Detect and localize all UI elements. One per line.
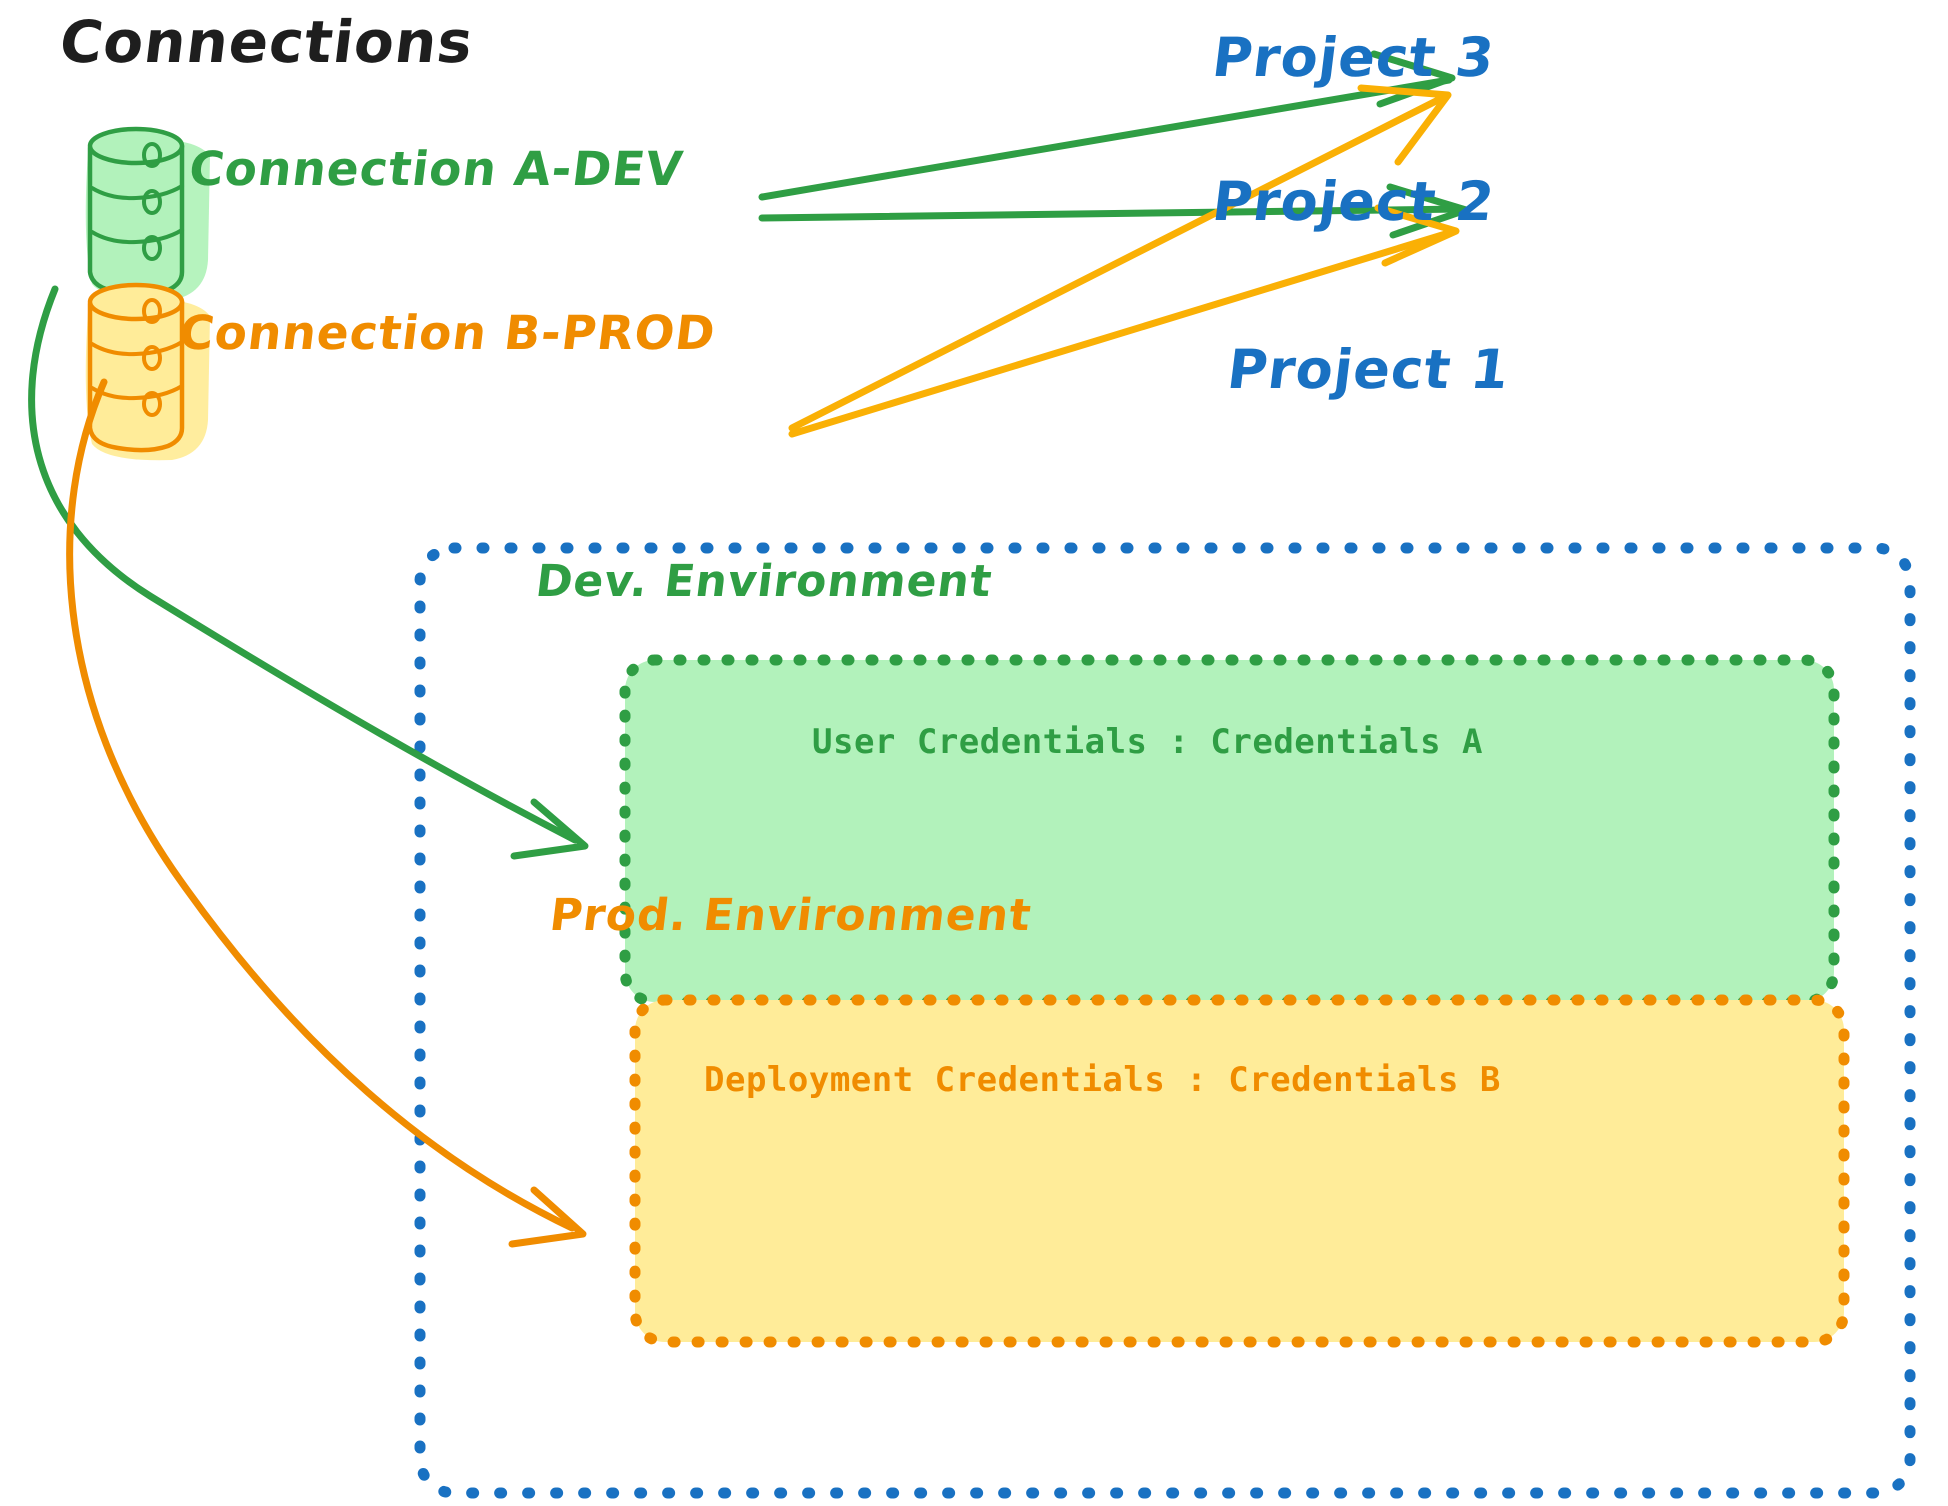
connection-b-prod-label[interactable]: Connection B-PROD	[176, 306, 719, 361]
database-cylinder-icon-b-prod	[85, 282, 210, 461]
prod-environment-box	[629, 994, 1850, 1348]
project-2-label[interactable]: Project 2	[1209, 170, 1499, 233]
dev-environment-credentials: User Credentials : Credentials A	[812, 722, 1484, 762]
dev-environment-title: Dev. Environment	[533, 556, 996, 607]
project-1-container-border	[414, 542, 1916, 1499]
prod-environment-credentials: Deployment Credentials : Credentials B	[704, 1060, 1501, 1100]
project-1-label[interactable]: Project 1	[1224, 338, 1514, 401]
edge-b-prod-to-project-3	[788, 84, 1452, 432]
project-3-label[interactable]: Project 3	[1209, 26, 1499, 89]
database-cylinder-icon-a-dev	[85, 126, 210, 301]
edge-b-prod-to-prod-environment	[66, 378, 587, 1248]
edge-b-prod-to-project-2	[788, 204, 1460, 438]
dev-environment-box	[619, 654, 1840, 1008]
edge-a-dev-to-dev-environment	[28, 285, 589, 860]
edge-a-dev-to-project-2	[758, 183, 1470, 239]
prod-environment-title: Prod. Environment	[547, 890, 1035, 941]
connection-a-dev-label[interactable]: Connection A-DEV	[186, 142, 687, 197]
page-title: Connections	[56, 8, 478, 76]
edge-a-dev-to-project-3	[758, 50, 1456, 201]
